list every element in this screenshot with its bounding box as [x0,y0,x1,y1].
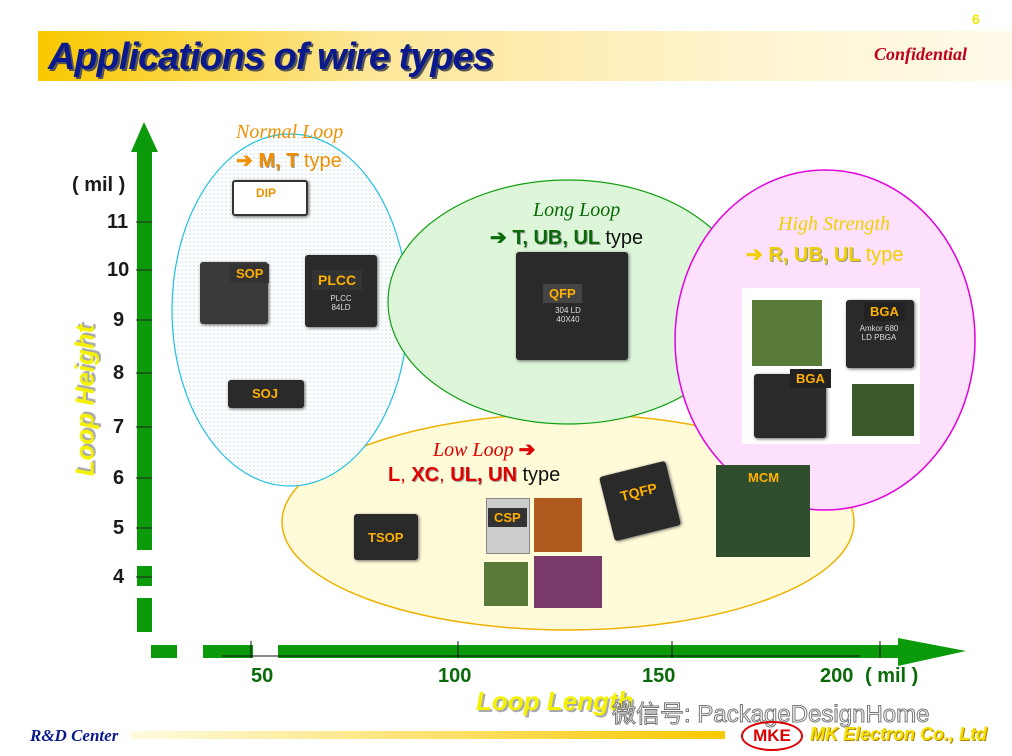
soj-package-image [228,380,304,408]
tsop-package-image [354,514,418,560]
page-number: 6 [972,11,980,27]
y-tick: 10 [107,259,130,281]
y-tick: 4 [113,566,125,588]
plcc-label: PLCC [312,270,363,290]
normal-loop-title: Normal Loop [236,121,344,143]
title-bar [38,31,1012,81]
high-strength-title: High Strength [778,213,891,235]
footer-bar [130,731,725,739]
confidential-label: Confidential [874,44,968,64]
soj-label: SOJ [252,386,279,401]
tsop-label: TSOP [368,530,404,545]
normal-loop-types: ➔ M, T type [236,150,342,172]
x-tick: 50 [251,665,274,687]
low-loop-title: Low Loop ➔ [433,439,536,461]
y-axis [131,122,158,632]
sop-label: SOP [230,264,270,283]
page-title: Applications of wire types [48,36,494,78]
x-axis-unit: ( mil ) [865,665,919,687]
y-tick: 9 [113,309,125,331]
long-loop-types: ➔ T, UB, UL type [490,227,644,249]
long-loop-title: Long Loop [533,199,621,221]
x-axis [151,638,966,666]
csp-die-image [534,498,582,552]
plcc-package-image [305,255,377,327]
csp-label: CSP [488,508,527,527]
arrow-icon: ➔ [490,227,507,249]
footer-rd-center: R&D Center [30,726,119,745]
qfp-package-image [516,252,628,360]
dip-package-image: DIP [232,180,308,216]
y-tick: 6 [113,467,125,489]
y-axis-unit: ( mil ) [72,174,126,196]
qfp-label: QFP [543,284,582,303]
mcm-package-image [716,465,810,557]
csp-ball-image [484,562,528,606]
arrow-icon: ➔ [518,439,536,461]
mke-logo: MKE [741,721,803,751]
plcc-chip-marking: PLCC 84LD [330,294,352,312]
y-axis-title: Loop Height [69,324,100,477]
x-tick: 150 [642,665,676,687]
y-tick: 5 [113,517,125,539]
bga-chip-marking: Amkor 680 LD PBGA [859,324,899,342]
qfp-chip-marking: 304 LD 40X40 [555,306,581,324]
dip-label: DIP [256,186,277,200]
arrow-icon: ➔ [236,150,253,172]
footer-company: MK Electron Co., Ltd [810,724,987,744]
x-axis-title: Loop Length [476,686,634,716]
x-tick: 100 [438,665,472,687]
y-tick: 7 [113,416,125,438]
mcm-label: MCM [748,470,780,485]
bga-label: BGA [790,369,831,388]
stacked-die-image [534,556,602,608]
y-tick: 8 [113,362,125,384]
x-tick: 200 [820,665,854,687]
y-tick: 11 [107,211,129,233]
bga-label: BGA [864,302,905,321]
arrow-icon: ➔ [746,244,763,266]
high-strength-types: ➔ R, UB, UL type [746,244,904,266]
low-loop-types: L, XC, UL, UN type [388,464,561,486]
